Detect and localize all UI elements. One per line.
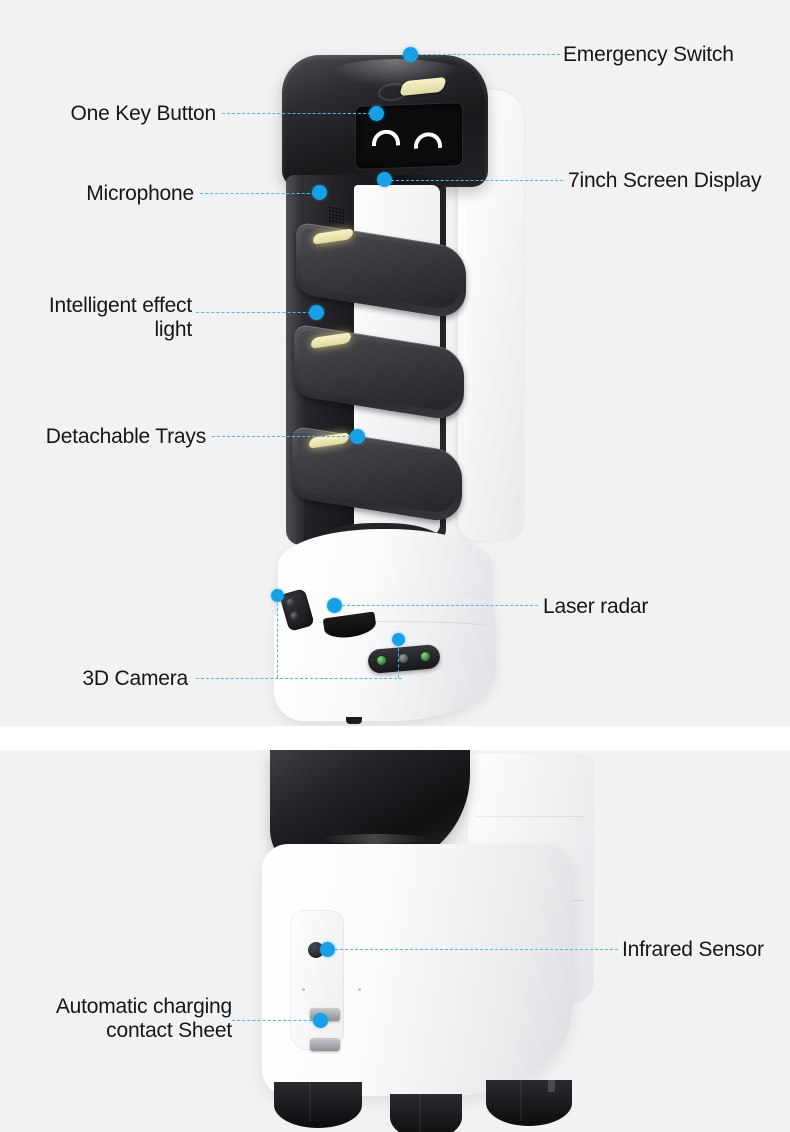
screen-eye-right-icon <box>414 131 442 149</box>
panel-screw-dot <box>358 988 361 991</box>
robot-base-tab <box>548 1080 555 1092</box>
leader-line-one-key-button <box>222 113 376 114</box>
robot-wheel <box>486 1080 572 1126</box>
callout-label-auto-charging-line1: Automatic charging <box>55 995 232 1018</box>
robot-base-seam <box>278 621 492 633</box>
robot-head-shell <box>282 55 488 187</box>
marker-dot-three-d-camera-left <box>271 589 284 602</box>
marker-dot-one-key-button <box>369 106 384 121</box>
marker-dot-microphone <box>312 185 327 200</box>
callout-label-intelligent-light-line1: Intelligent effect <box>48 294 192 317</box>
leader-line-three-d-camera <box>196 678 402 679</box>
callout-label-one-key-button: One Key Button <box>70 102 217 125</box>
marker-dot-auto-charging <box>313 1013 328 1028</box>
robot-base-foot <box>346 717 362 724</box>
marker-dot-laser-radar <box>327 598 342 613</box>
callout-label-screen-display: 7inch Screen Display <box>568 169 762 192</box>
leader-line-screen-display <box>391 180 563 181</box>
robot-rear-service-panel <box>290 910 344 1050</box>
leader-line-three-d-camera-branch-left <box>277 598 278 678</box>
marker-dot-detachable-trays <box>350 429 365 444</box>
marker-dot-infrared-sensor <box>320 942 335 957</box>
leader-line-intelligent-light <box>196 312 316 313</box>
microphone-grille-icon <box>328 205 346 227</box>
callout-label-detachable-trays: Detachable Trays <box>45 425 206 448</box>
callout-label-emergency-switch: Emergency Switch <box>563 43 734 66</box>
charging-contact-sheet <box>310 1038 340 1051</box>
leader-line-emergency-switch <box>418 54 560 55</box>
callout-label-three-d-camera: 3D Camera <box>82 667 188 690</box>
leader-line-detachable-trays <box>212 436 360 437</box>
leader-line-auto-charging <box>232 1020 322 1021</box>
marker-dot-intelligent-light <box>309 305 324 320</box>
callout-label-auto-charging-line2: contact Sheet <box>106 1019 232 1042</box>
top-product-photo-panel: Emergency Switch One Key Button 7inch Sc… <box>0 0 790 726</box>
leader-line-microphone <box>200 193 320 194</box>
callout-label-intelligent-light-line2: light <box>154 318 192 341</box>
leader-line-infrared-sensor <box>330 949 618 950</box>
leader-line-three-d-camera-branch-right <box>398 643 399 678</box>
callout-label-infrared-sensor: Infrared Sensor <box>622 938 764 961</box>
marker-dot-screen-display <box>377 172 392 187</box>
marker-dot-three-d-camera-right <box>392 633 405 646</box>
callout-label-microphone: Microphone <box>86 182 194 205</box>
delivery-robot-front-illustration <box>250 35 550 725</box>
robot-wheel <box>390 1094 462 1132</box>
screen-eye-left-icon <box>372 129 400 147</box>
panel-screw-dot <box>302 988 305 991</box>
delivery-robot-rear-illustration <box>230 750 630 1132</box>
bottom-product-photo-panel: Infrared Sensor Automatic charging conta… <box>0 750 790 1132</box>
robot-wheel <box>274 1082 362 1128</box>
callout-label-laser-radar: Laser radar <box>543 595 649 618</box>
marker-dot-emergency-switch <box>403 47 418 62</box>
panel-divider <box>0 726 790 750</box>
leader-line-laser-radar <box>342 605 538 606</box>
